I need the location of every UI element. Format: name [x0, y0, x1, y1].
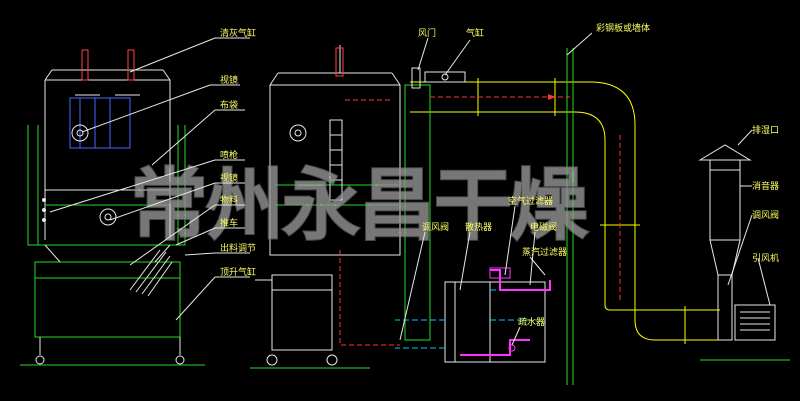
label-sight-glass-mid: 视镜 [220, 172, 238, 184]
label-cleaning-cylinder: 清灰气缸 [220, 27, 256, 39]
label-induced-fan: 引风机 [752, 252, 779, 264]
label-material: 物料 [220, 194, 238, 206]
label-exhaust-port: 排湿口 [752, 124, 779, 136]
label-bag-filter: 布袋 [220, 99, 238, 111]
label-discharge-valve: 出料调节 [220, 242, 256, 254]
label-regulating-valve-left: 调风阀 [422, 222, 449, 233]
label-sight-glass-top: 视镜 [220, 74, 238, 86]
labels: 清灰气缸 视镜 布袋 喷枪 视镜 物料 推车 出料调节 顶升气缸 风门 气缸 彩… [220, 22, 779, 328]
label-drain-trap: 疏水器 [518, 316, 545, 328]
dryer-left [20, 49, 205, 366]
dryer-middle [250, 45, 401, 369]
label-cart: 推车 [220, 217, 238, 229]
label-damper: 风门 [418, 27, 436, 39]
label-steam-filter: 蒸汽过滤器 [522, 246, 567, 258]
exhaust-unit [698, 144, 790, 361]
label-regulating-valve-right: 调风阀 [752, 210, 779, 221]
label-lift-cylinder: 顶升气缸 [220, 266, 256, 278]
label-air-cylinder: 气缸 [466, 27, 484, 39]
leader-lines [49, 32, 771, 346]
label-spray-gun: 喷枪 [220, 149, 238, 161]
label-solenoid-valve: 电磁阀 [530, 221, 557, 233]
air-handling-unit [395, 267, 551, 363]
label-silencer: 消音器 [752, 180, 779, 192]
label-radiator: 散热器 [465, 221, 492, 233]
label-duct-material: 彩钢板或墙体 [596, 22, 650, 34]
label-air-filter: 空气过滤器 [508, 195, 553, 207]
duct-system [404, 48, 720, 385]
airflow-lines [339, 94, 621, 346]
watermark: 常州永昌干燥 [130, 161, 589, 251]
